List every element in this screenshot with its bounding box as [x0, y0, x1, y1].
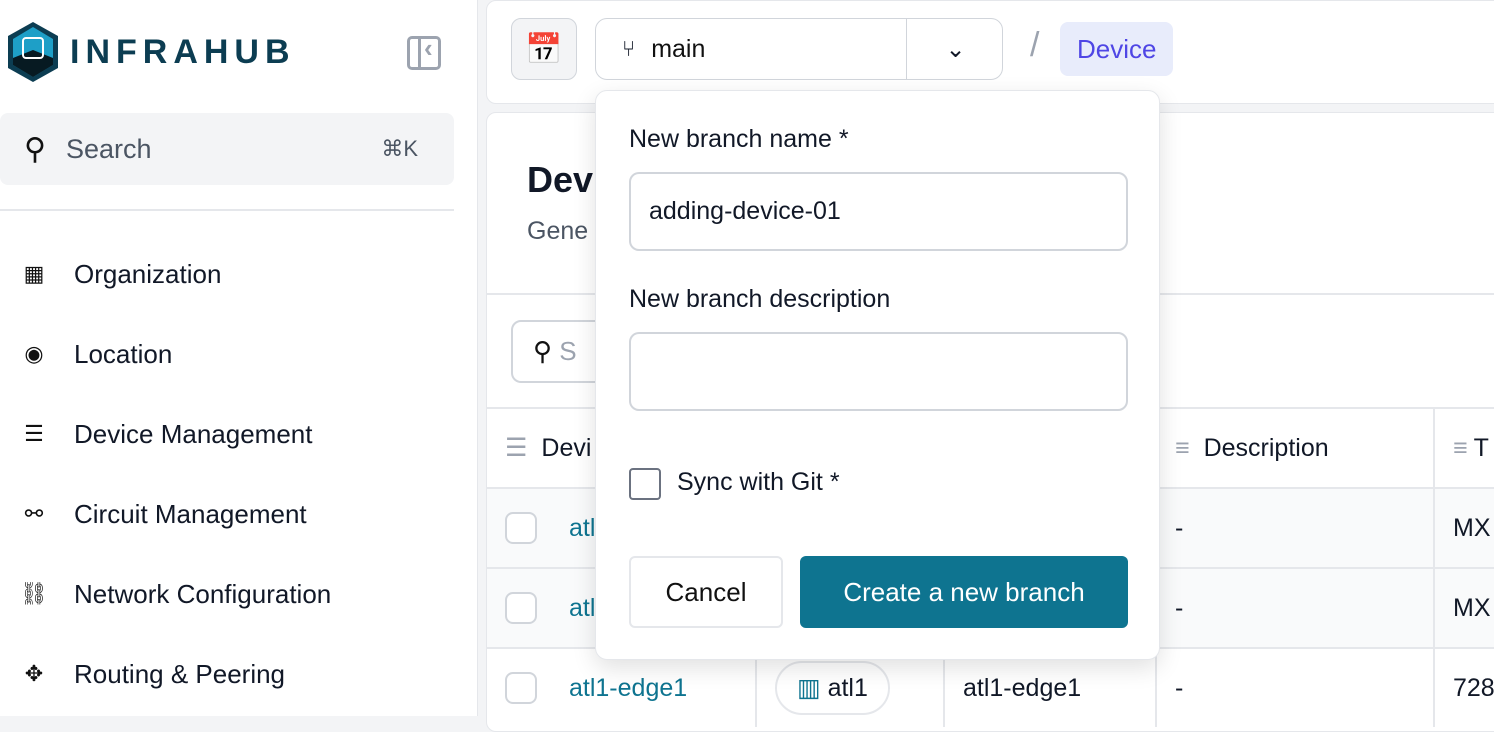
- sidebar-item-network-configuration[interactable]: ⛓ Network Configuration: [0, 554, 331, 634]
- header-label: Devi: [541, 433, 592, 462]
- sync-with-git-label[interactable]: Sync with Git *: [677, 468, 840, 496]
- device-link[interactable]: atl1-edge1: [551, 649, 757, 727]
- sidebar-item-device-management[interactable]: ☰ Device Management: [0, 394, 331, 474]
- branch-name-input[interactable]: adding-device-01: [629, 172, 1128, 251]
- search-label: Search: [65, 133, 152, 164]
- routing-icon: ✥: [24, 661, 44, 686]
- server-icon: ☰: [24, 421, 44, 446]
- search-icon: ⚲: [24, 132, 46, 166]
- search-button[interactable]: ⚲ Search ⌘K: [0, 113, 454, 185]
- text-icon: ≡: [1175, 433, 1190, 462]
- sidebar-item-routing-peering[interactable]: ✥ Routing & Peering: [0, 634, 331, 714]
- map-pin-icon: ◉: [24, 341, 44, 366]
- text-icon: ≡: [1453, 433, 1468, 462]
- description-cell: -: [1157, 649, 1435, 727]
- location-badge[interactable]: ▥ atl1: [775, 661, 890, 715]
- page-title: Dev: [527, 159, 594, 200]
- header-label: T: [1473, 433, 1489, 462]
- row-checkbox[interactable]: [505, 672, 537, 704]
- sidebar-item-organization[interactable]: ▦ Organization: [0, 234, 331, 314]
- branch-description-input[interactable]: [629, 332, 1128, 411]
- header-description[interactable]: ≡ Description: [1157, 409, 1435, 487]
- row-select: [487, 489, 555, 567]
- cell: atl1-edge1: [945, 649, 1157, 727]
- calendar-clock-button[interactable]: 📅: [511, 18, 577, 80]
- sidebar-item-label: Location: [74, 338, 173, 369]
- branch-description-label: New branch description: [629, 285, 891, 313]
- header-name[interactable]: ☰ Devi: [487, 409, 957, 487]
- branch-selector[interactable]: ⑂ main ⌄: [595, 18, 1003, 80]
- sidebar-nav: ▦ Organization ◉ Location ☰ Device Manageme…: [0, 234, 331, 714]
- brand-name: INFRAHUB: [70, 32, 296, 71]
- sidebar-item-label: Circuit Management: [74, 498, 307, 529]
- building-icon: ▦: [23, 261, 45, 286]
- git-branch-icon: ⑂: [622, 36, 636, 61]
- search-icon: ⚲: [533, 336, 553, 366]
- cell: MX: [1453, 513, 1491, 542]
- row-select: [487, 649, 555, 727]
- breadcrumb-device[interactable]: Device: [1060, 22, 1174, 76]
- server-icon: ☰: [505, 434, 528, 462]
- network-icon: ⛓: [20, 581, 48, 606]
- cell: MX: [1453, 593, 1491, 622]
- branch-name: main: [651, 34, 706, 63]
- circuit-icon: ⚯: [24, 501, 44, 526]
- description-cell: -: [1157, 569, 1435, 647]
- cancel-button[interactable]: Cancel: [629, 556, 783, 628]
- new-branch-popover: New branch name * adding-device-01 New b…: [595, 90, 1160, 660]
- calendar-clock-icon: 📅: [525, 32, 563, 66]
- divider: [0, 209, 454, 211]
- sidebar: INFRAHUB ⚲ Search ⌘K ▦ Organization ◉ Loca…: [0, 0, 478, 716]
- create-branch-button[interactable]: Create a new branch: [800, 556, 1128, 628]
- sidebar-item-label: Network Configuration: [74, 578, 332, 609]
- header-label: Description: [1203, 433, 1329, 462]
- sidebar-item-circuit-management[interactable]: ⚯ Circuit Management: [0, 474, 331, 554]
- page-subtitle: Gene: [527, 217, 589, 245]
- sidebar-item-label: Routing & Peering: [74, 658, 286, 689]
- branch-name-label: New branch name *: [629, 125, 849, 153]
- sidebar-item-location[interactable]: ◉ Location: [0, 314, 331, 394]
- description-cell: -: [1157, 489, 1435, 567]
- sidebar-item-label: Organization: [74, 258, 222, 289]
- search-placeholder: S: [559, 336, 577, 366]
- search-shortcut: ⌘K: [381, 136, 418, 161]
- chevron-down-icon[interactable]: ⌄: [906, 19, 1004, 79]
- location-label: atl1: [827, 674, 868, 702]
- location-cell: ▥ atl1: [757, 649, 945, 727]
- cell: 728: [1453, 673, 1494, 702]
- row-checkbox[interactable]: [505, 592, 537, 624]
- header-next[interactable]: ≡T: [1435, 409, 1494, 487]
- breadcrumb-separator: /: [1030, 26, 1040, 64]
- collapse-sidebar-icon[interactable]: [407, 33, 441, 70]
- row-select: [487, 569, 555, 647]
- building-icon: ▥: [797, 674, 821, 702]
- infrahub-logo-icon: [8, 22, 58, 82]
- logo[interactable]: INFRAHUB: [6, 20, 296, 84]
- row-checkbox[interactable]: [505, 512, 537, 544]
- sync-with-git-checkbox[interactable]: [629, 468, 661, 500]
- sidebar-item-label: Device Management: [74, 418, 313, 449]
